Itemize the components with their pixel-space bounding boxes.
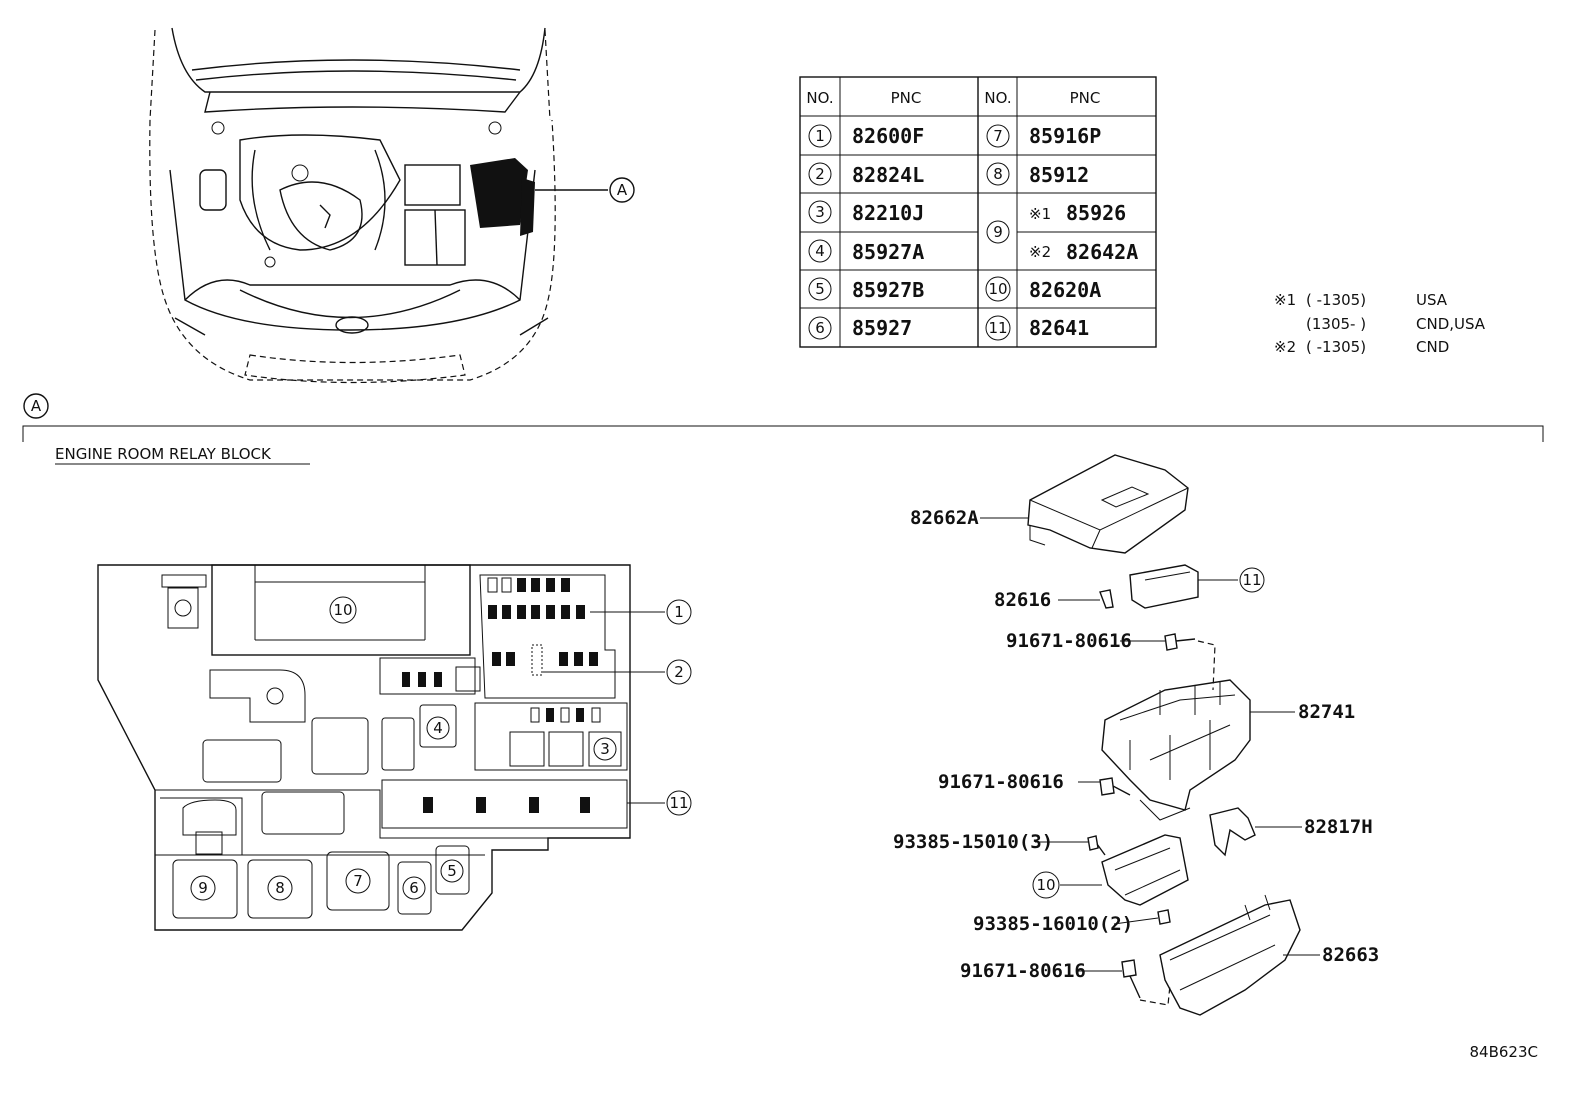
label-screw-3: 93385-15010(3) <box>893 831 1053 853</box>
label-82817H: 82817H <box>1304 816 1373 838</box>
row-no-6: 6 <box>815 319 825 337</box>
row-no-2: 2 <box>815 165 825 183</box>
block-callout-10: 10 <box>333 601 352 619</box>
label-bolt-top: 91671-80616 <box>1006 630 1132 652</box>
row-pnc-6: 85927 <box>852 316 912 340</box>
row-pnc-9b-mark: ※2 <box>1029 243 1051 261</box>
view-a-header: A ENGINE ROOM RELAY BLOCK <box>22 393 1544 465</box>
row-no-8: 8 <box>993 165 1003 183</box>
block-callout-8: 8 <box>275 879 285 897</box>
cover-part <box>1027 454 1189 554</box>
row-no-10: 10 <box>988 280 1007 298</box>
note-3-mark: ※2 <box>1274 338 1296 356</box>
row-pnc-10: 82620A <box>1029 278 1101 302</box>
label-82741: 82741 <box>1298 701 1355 723</box>
header-no-right: NO. <box>984 89 1011 107</box>
header-no-left: NO. <box>806 89 833 107</box>
row-pnc-8: 85912 <box>1029 163 1089 187</box>
relay-block-layout: 10 1 <box>97 564 692 931</box>
row-pnc-1: 82600F <box>852 124 924 148</box>
row-pnc-11: 82641 <box>1029 316 1089 340</box>
pnc-table: NO. PNC NO. PNC 1 82600F 2 82824L 3 8221… <box>799 76 1157 348</box>
label-screw-2: 93385-16010(2) <box>973 913 1133 935</box>
row-pnc-9b: 82642A <box>1066 240 1138 264</box>
block-callout-2: 2 <box>674 663 684 681</box>
row-pnc-5: 85927B <box>852 278 924 302</box>
note-3-range: ( -1305) <box>1306 338 1366 356</box>
fuse-row-top <box>487 577 570 593</box>
row-pnc-3: 82210J <box>852 201 924 225</box>
row-no-4: 4 <box>815 242 825 260</box>
block-callout-7: 7 <box>353 872 363 890</box>
housing-part <box>1101 679 1251 821</box>
lower-case-part <box>1159 894 1301 1016</box>
section-label: ENGINE ROOM RELAY BLOCK <box>55 445 272 463</box>
row-pnc-2: 82824L <box>852 163 924 187</box>
note-1-mark: ※1 <box>1274 291 1296 309</box>
view-a-marker: A <box>31 397 42 415</box>
block-callout-4: 4 <box>433 719 443 737</box>
label-item-10: 10 <box>1036 876 1055 894</box>
header-pnc-right: PNC <box>1070 89 1101 107</box>
block-callout-3: 3 <box>600 740 610 758</box>
block-callout-5: 5 <box>447 862 457 880</box>
engine-bay-callout-a: A <box>617 181 628 199</box>
note-1-region: USA <box>1416 291 1448 309</box>
drawing-code: 84B623C <box>1470 1043 1538 1061</box>
label-item-11: 11 <box>1242 571 1261 589</box>
row-no-7: 7 <box>993 127 1003 145</box>
row-pnc-9a: 85926 <box>1066 201 1126 225</box>
label-82662A: 82662A <box>910 507 979 529</box>
row-no-1: 1 <box>815 127 825 145</box>
header-pnc-left: PNC <box>891 89 922 107</box>
block-callout-11: 11 <box>669 794 688 812</box>
note-2-region: CND,USA <box>1416 315 1486 333</box>
applicability-notes: ※1 ( -1305) USA (1305- ) CND,USA ※2 ( -1… <box>1274 291 1486 356</box>
label-82663: 82663 <box>1322 944 1379 966</box>
row-pnc-7: 85916P <box>1029 124 1101 148</box>
block-callout-6: 6 <box>409 879 419 897</box>
row-no-9: 9 <box>993 223 1003 241</box>
row-no-11: 11 <box>988 319 1007 337</box>
fuse-row-low <box>492 644 598 676</box>
block-callout-9: 9 <box>198 879 208 897</box>
note-1-range: ( -1305) <box>1306 291 1366 309</box>
row-pnc-9a-mark: ※1 <box>1029 205 1051 223</box>
row-no-3: 3 <box>815 203 825 221</box>
label-82616: 82616 <box>994 589 1051 611</box>
note-3-region: CND <box>1416 338 1449 356</box>
exploded-parts: 82662A 82616 11 91671-80616 82741 9167 <box>893 454 1379 1016</box>
block-callout-1: 1 <box>674 603 684 621</box>
fuse-row-mid <box>488 605 585 619</box>
row-pnc-4: 85927A <box>852 240 924 264</box>
row-no-5: 5 <box>815 280 825 298</box>
label-bolt-bottom: 91671-80616 <box>960 960 1086 982</box>
engine-bay-illustration: A <box>149 27 635 384</box>
label-bolt-mid: 91671-80616 <box>938 771 1064 793</box>
note-2-range: (1305- ) <box>1306 315 1366 333</box>
